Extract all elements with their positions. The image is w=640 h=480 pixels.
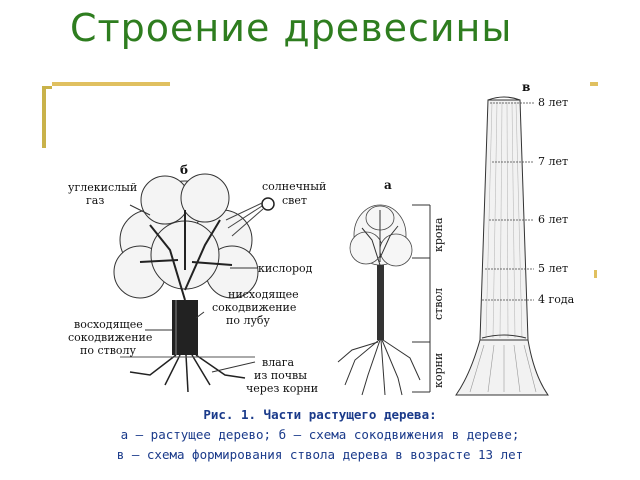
- panel-label-v: в: [522, 80, 530, 94]
- caption-line-2: в – схема формирования ствола дерева в в…: [116, 447, 524, 462]
- age-label-4: 4 года: [538, 293, 575, 306]
- figure-caption: Рис. 1. Части растущего дерева: а – раст…: [0, 405, 640, 465]
- decorative-line-right: [590, 82, 598, 86]
- downward-flow-label-line3: по лубу: [226, 314, 271, 327]
- caption-title: Рис. 1. Части растущего дерева:: [203, 407, 437, 422]
- trunk-label: ствол: [432, 288, 445, 320]
- panel-label-b: б: [180, 163, 188, 177]
- decorative-bracket-top: [42, 86, 52, 89]
- slide-title: Строение древесины: [70, 6, 513, 50]
- age-label-6: 6 лет: [538, 213, 568, 226]
- age-label-7: 7 лет: [538, 155, 568, 168]
- growing-tree: [337, 204, 431, 396]
- decorative-bracket: [42, 86, 46, 148]
- water-label-line2: из почвы: [254, 369, 307, 382]
- co2-label-line2: газ: [86, 194, 104, 207]
- decorative-line-left: [52, 82, 170, 86]
- sunlight-label-line2: свет: [282, 194, 307, 207]
- upward-flow-label-line1: восходящее: [74, 318, 143, 331]
- downward-flow-label-line1: нисходящее: [228, 288, 299, 301]
- water-label-line3: через корни: [246, 382, 318, 395]
- upward-flow-label-line2: сокодвижение: [68, 331, 152, 344]
- decorative-tick-right: [594, 270, 597, 278]
- roots-label: корни: [432, 353, 445, 388]
- sap-flow-tree: [113, 173, 275, 393]
- sunlight-label-line1: солнечный: [262, 180, 326, 193]
- caption-line-1: а – растущее дерево; б – схема сокодвиже…: [120, 427, 520, 442]
- panel-label-a: а: [384, 178, 392, 192]
- co2-label-line1: углекислый: [68, 181, 137, 194]
- upward-flow-label-line3: по стволу: [80, 344, 137, 357]
- oxygen-label: кислород: [258, 262, 313, 275]
- age-label-8: 8 лет: [538, 96, 568, 109]
- age-label-5: 5 лет: [538, 262, 568, 275]
- trunk-growth-cone: [455, 96, 549, 396]
- water-label-line1: влага: [262, 356, 295, 369]
- downward-flow-label-line2: сокодвижение: [212, 301, 296, 314]
- crown-label: крона: [432, 217, 445, 252]
